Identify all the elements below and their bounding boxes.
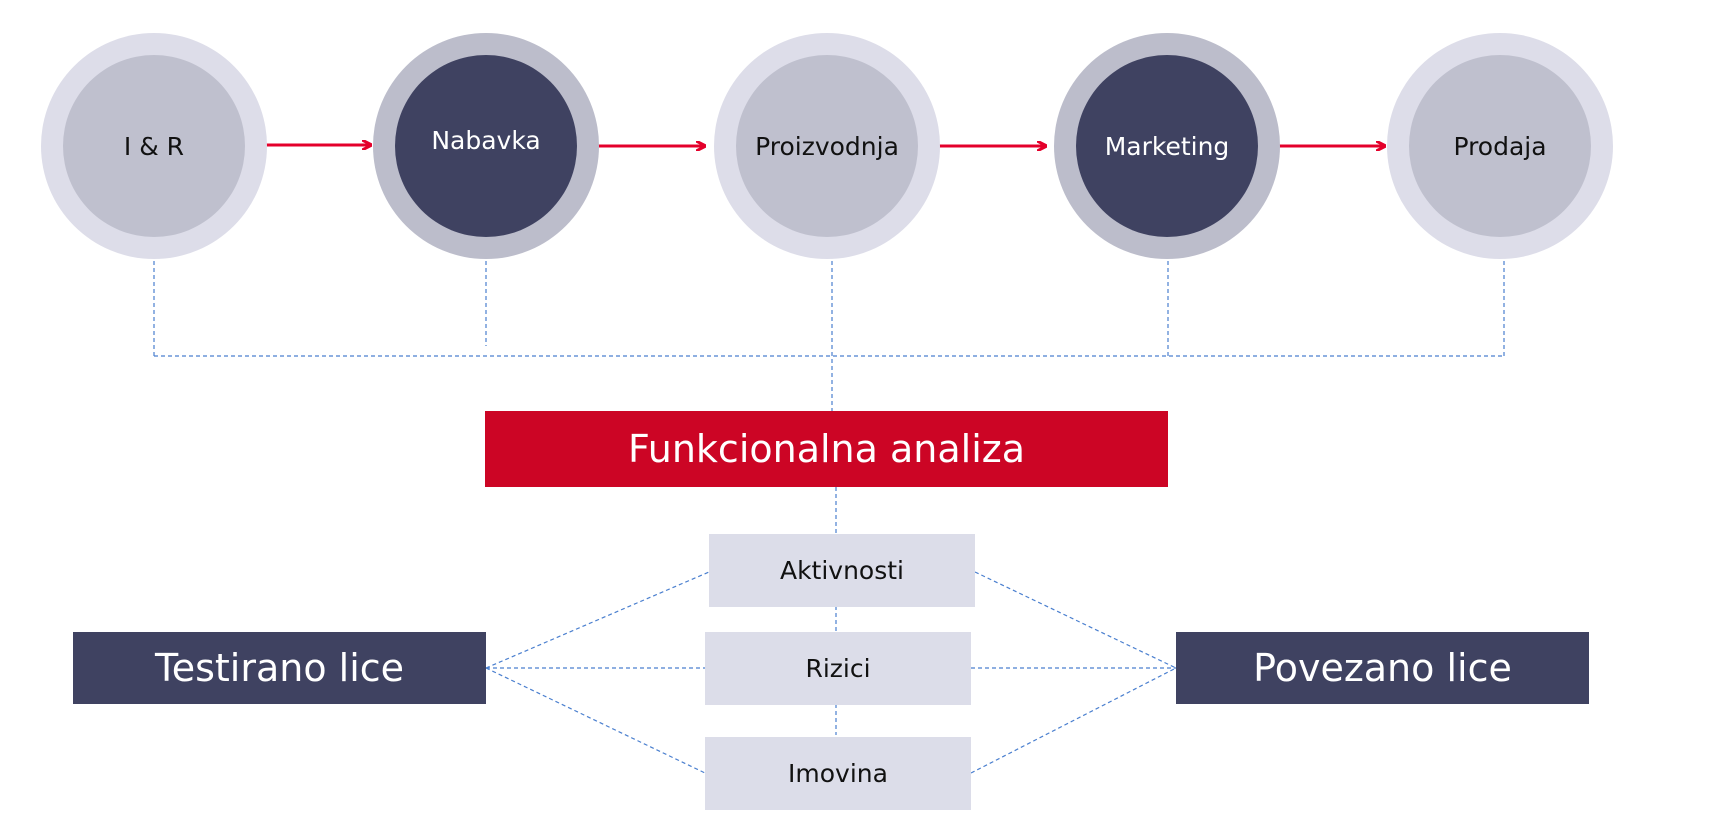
functional-analysis-label: Funkcionalna analiza: [627, 427, 1026, 471]
stage-circle-prodaja: Prodaja: [1387, 33, 1613, 259]
item-label-assets: Imovina: [788, 759, 888, 788]
item-box-activities: Aktivnosti: [709, 534, 975, 607]
stage-label-proizvodnja: Proizvodnja: [755, 131, 899, 161]
connector-left-activities: [485, 571, 710, 669]
stage-label-i-r: I & R: [123, 131, 185, 161]
item-box-risks: Rizici: [705, 632, 971, 705]
tested-party-box: Testirano lice: [73, 632, 486, 704]
connector-right-activities: [974, 571, 1177, 669]
functional-analysis-box: Funkcionalna analiza: [485, 411, 1168, 487]
stage-circle-nabavka: Nabavka: [373, 33, 599, 259]
stage-circle-marketing: Marketing: [1054, 33, 1280, 259]
item-box-assets: Imovina: [705, 737, 971, 810]
stage-label-marketing: Marketing: [1104, 131, 1230, 161]
stage-circle-proizvodnja: Proizvodnja: [714, 33, 940, 259]
related-party-label: Povezano lice: [1253, 646, 1512, 690]
item-label-activities: Aktivnosti: [779, 556, 905, 585]
stage-label-prodaja: Prodaja: [1453, 131, 1547, 161]
related-party-box: Povezano lice: [1176, 632, 1589, 704]
item-label-risks: Rizici: [805, 654, 871, 683]
stage-circle-i-r: I & R: [41, 33, 267, 259]
connector-left-assets: [485, 667, 706, 774]
stage-label-nabavka: Nabavka: [431, 125, 541, 155]
connector-right-assets: [970, 667, 1177, 774]
entity-connectors: [485, 571, 1177, 774]
tested-party-label: Testirano lice: [154, 646, 405, 690]
